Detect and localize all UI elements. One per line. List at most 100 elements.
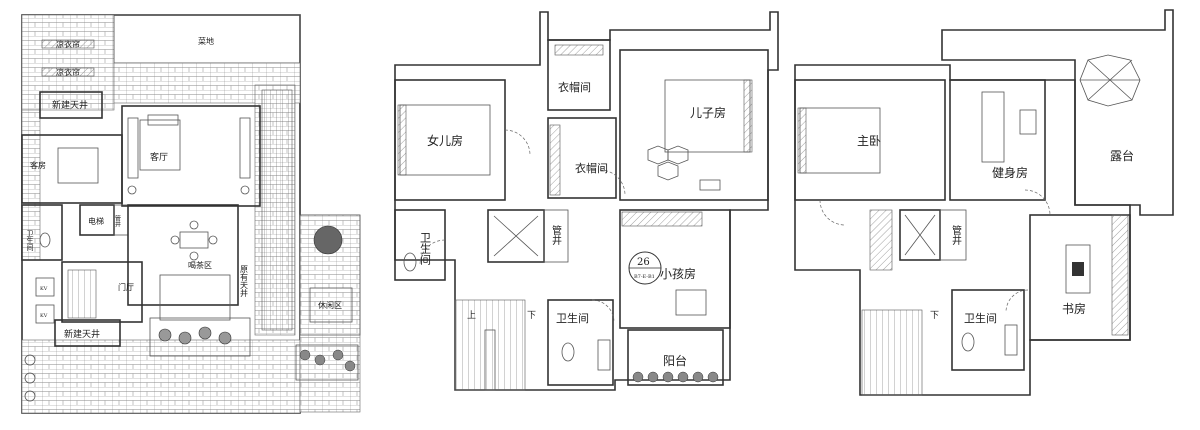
plan2-bathroom-bottom	[547, 299, 614, 386]
plan3-label-study: 书房	[1062, 301, 1086, 316]
plan1-guest-bed	[57, 147, 99, 184]
plan1-courtyard-steps	[261, 89, 293, 331]
plan2-kid-desk	[675, 289, 707, 316]
plan1-label-guest-room: 客房	[30, 160, 46, 170]
plan1-label-entry-hall: 门厅	[118, 282, 134, 292]
plan2-hex-3	[657, 161, 679, 181]
plan2-bathroom-left	[394, 209, 446, 281]
plan1-label-pipe-shaft: 管井	[114, 214, 121, 228]
plan2-marker-sub: B7-E-B1	[634, 274, 655, 280]
plan2-label-closet-top: 衣帽间	[558, 80, 591, 94]
plan2-closet-top	[547, 39, 611, 111]
plan2-label-balcony: 阳台	[663, 353, 687, 368]
plan2-closet-top-rail	[554, 44, 604, 56]
plan1-chair-3	[189, 220, 199, 230]
plan1-planting-bed	[149, 317, 251, 357]
plan3-toilet	[961, 332, 975, 352]
plan1-bathroom	[21, 204, 63, 261]
plan3-label-down: 下	[930, 311, 939, 321]
plan2-outline	[394, 11, 779, 391]
plan2-son-room	[619, 49, 769, 201]
plan1-sofa-left	[127, 117, 139, 179]
plan1-tree	[313, 225, 343, 255]
plan1-label-existing-skylight: 原有天井	[240, 265, 249, 298]
plan2-toilet-bottom	[561, 342, 575, 362]
plan1-plant-2	[240, 185, 250, 195]
plan1-label-bathroom: 卫生间	[26, 230, 34, 252]
plan3-pipe-shaft	[939, 209, 967, 261]
plan1-plant-1	[127, 185, 137, 195]
plan1-label-kv-1: KV	[40, 286, 48, 292]
plan1-living-room	[121, 105, 261, 207]
plan2-balcony	[627, 329, 724, 386]
plan3-label-master-bedroom: 主卧	[857, 134, 881, 148]
plan2-pipe-shaft	[543, 209, 569, 263]
plan2-stair-well	[484, 329, 496, 391]
plan2-door-arc-4	[591, 299, 615, 323]
plan1-tea-table	[179, 231, 209, 249]
plan2-daughter-room	[394, 79, 506, 201]
plan3-label-gym: 健身房	[992, 165, 1028, 180]
plan2-label-bathroom-bottom: 卫生间	[556, 311, 589, 325]
plan3-bathroom	[951, 289, 1025, 371]
plan2-label-son-room: 儿子房	[690, 105, 726, 120]
plan1-label-skylight-bottom: 新建天井	[64, 328, 100, 340]
plan1-chair-4	[189, 251, 199, 261]
plan2-daughter-headboard	[397, 104, 407, 176]
plan1-leisure-zone	[299, 214, 361, 336]
plan1-entry-hall	[61, 261, 143, 323]
plan3-gym	[949, 79, 1046, 201]
plan1-chair-1	[170, 235, 180, 245]
plan3-label-terrace: 露台	[1110, 148, 1134, 163]
plan2-label-daughter-room: 女儿房	[427, 133, 463, 148]
plan2-hex-1	[647, 145, 669, 165]
plan2-hex-2	[667, 145, 689, 165]
plan3-master-headboard	[797, 107, 807, 174]
plan3-closet	[869, 209, 893, 271]
plan1-new-skylight-bottom	[54, 319, 121, 347]
plan3-door-arc-2	[1024, 189, 1051, 216]
plan1-coffee-table	[139, 119, 181, 171]
plan1-bottom-paving	[21, 339, 301, 414]
plan1-sofa-top	[147, 114, 179, 126]
plan3-master-bedroom	[794, 79, 946, 201]
plan2-closet-mid-rail	[549, 124, 561, 196]
plan3-label-bathroom: 卫生间	[964, 311, 997, 325]
plan1-shrubs	[24, 326, 232, 402]
plan2-kid-closet	[621, 211, 703, 227]
plan1-label-skylight-top: 新建天井	[52, 99, 88, 111]
plan2-closet-mid	[547, 117, 617, 199]
plan1-label-drying-1: 凉衣帘	[56, 39, 80, 49]
plan2-kid-room	[619, 209, 731, 329]
plan3-terrace-umbrella	[1079, 54, 1141, 107]
plan1-flower-bed	[295, 344, 359, 381]
plan1-drying-rack-2	[41, 67, 95, 77]
plan3-treadmill	[981, 91, 1005, 163]
plan1-label-tea-area: 喝茶区	[188, 260, 212, 270]
plan1-toilet	[39, 232, 51, 248]
plan2-second-floor: 衣帽间 女儿房 儿子房 衣帽间 卫生间 管井 小孩房 卫生间 阳台 上 下 26…	[394, 11, 779, 391]
plan3-elevator-cross	[904, 214, 936, 256]
plan3-study-chair	[1072, 262, 1084, 276]
plan1-label-kv-2: KV	[40, 313, 48, 319]
plan1-label-elevator: 电梯	[88, 216, 104, 226]
plan2-label-pipe-shaft: 管井	[550, 224, 562, 246]
plan2-door-arc-1	[504, 129, 531, 156]
plan1-label-garden: 菜地	[198, 36, 214, 46]
plan1-leisure-area	[309, 287, 353, 323]
plan3-study	[1029, 214, 1131, 341]
plan2-stairs	[454, 299, 526, 391]
plan2-son-headboard	[743, 79, 753, 153]
plan1-entry-counter	[159, 274, 231, 321]
plan1-entry-stairs	[67, 269, 97, 319]
plan1-new-skylight-top	[39, 91, 103, 119]
plan1-tea-area	[127, 204, 239, 306]
plan3-label-pipe-shaft: 管井	[950, 224, 962, 246]
plan1-tv-cabinet	[239, 117, 251, 179]
plan2-label-down: 下	[527, 311, 536, 321]
plan1-chair-2	[208, 235, 218, 245]
plan2-balcony-plants	[632, 371, 719, 383]
plan3-study-desk	[1065, 244, 1091, 294]
